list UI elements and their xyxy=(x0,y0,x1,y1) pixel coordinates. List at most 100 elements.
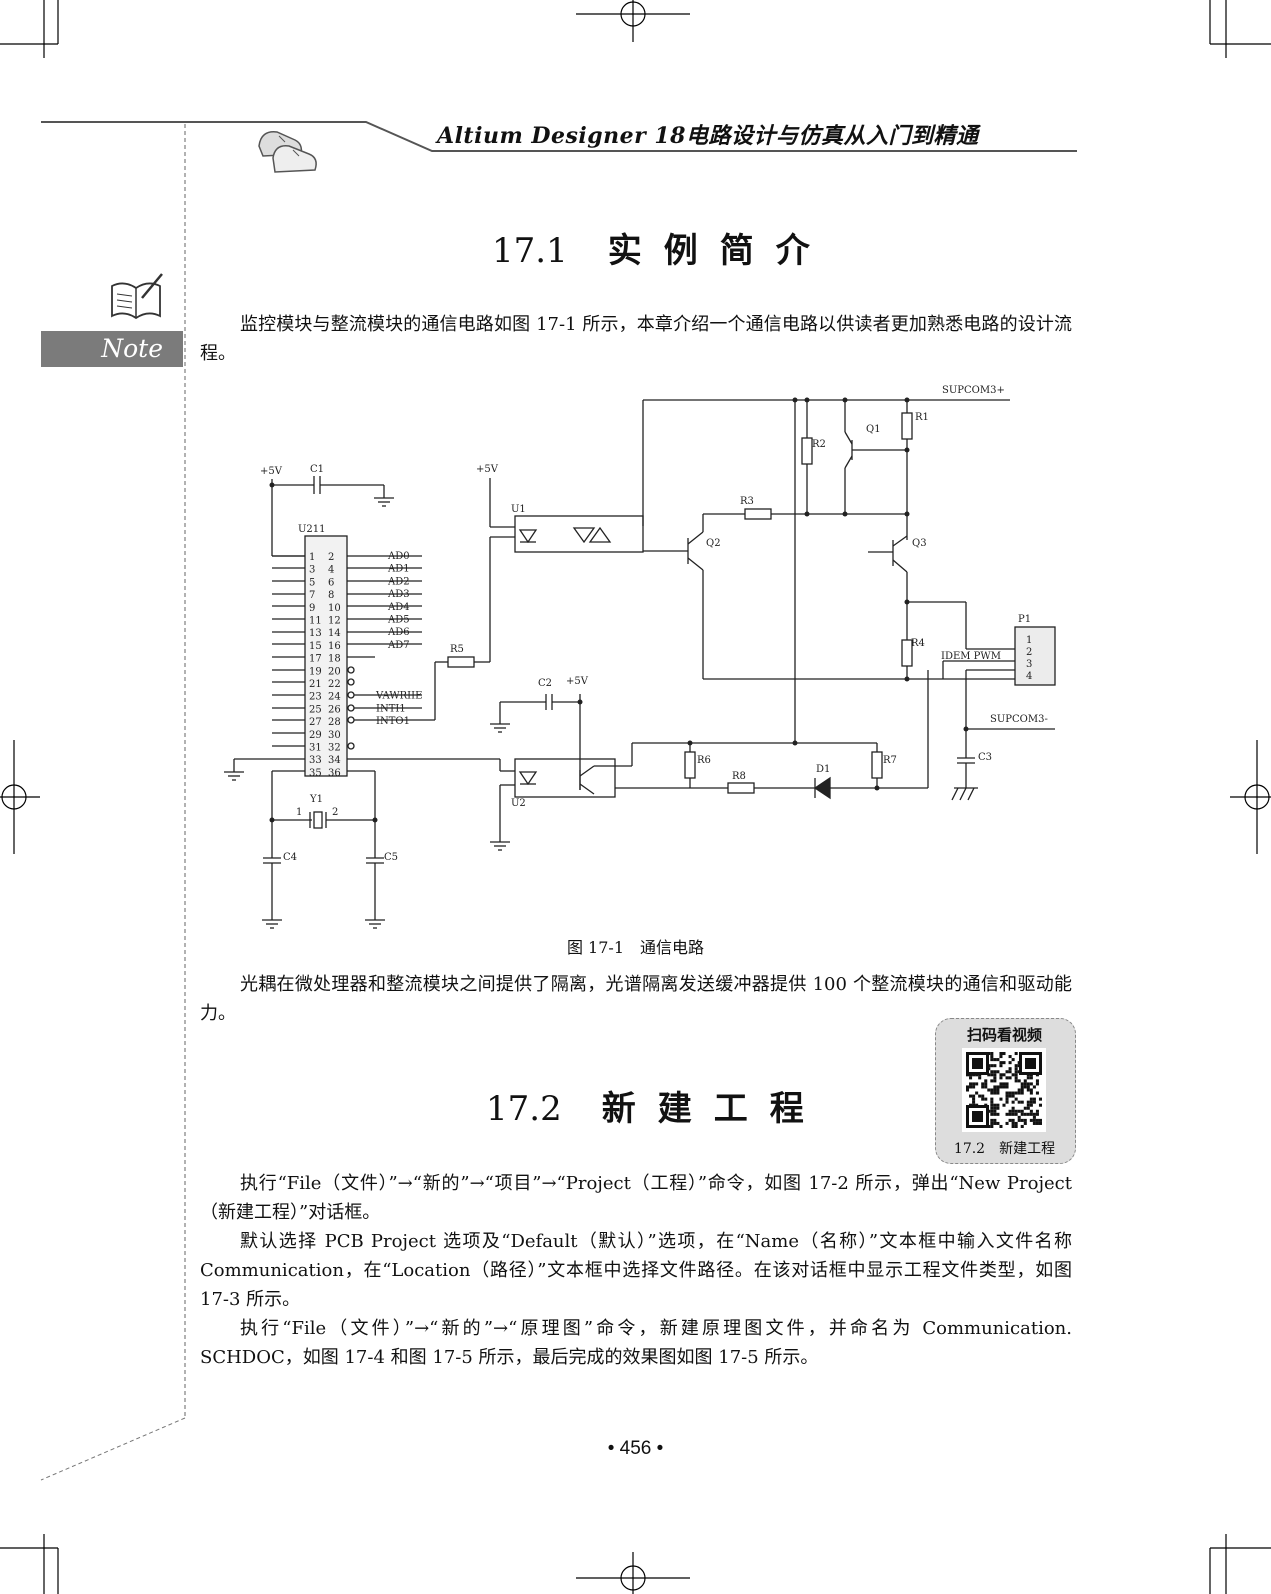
qr-module xyxy=(993,1076,997,1080)
qr-module xyxy=(990,1055,994,1059)
qr-module xyxy=(1017,1118,1021,1122)
circuit-schematic: +5V C1 U211 +5V U1 R3 Q2 R2 Q1 R1 SUPCOM… xyxy=(224,385,1056,929)
qr-module xyxy=(1008,1067,1012,1071)
qr-module xyxy=(1029,1076,1033,1080)
qr-module xyxy=(1008,1070,1012,1074)
qr-module xyxy=(972,1082,976,1086)
qr-module xyxy=(1014,1073,1018,1077)
qr-module xyxy=(1014,1112,1018,1116)
ic-net-label: AD7 xyxy=(387,640,410,651)
ic-pin-number: 22 xyxy=(328,679,341,690)
ic-net-label: AD0 xyxy=(387,551,410,562)
qr-module xyxy=(993,1106,997,1110)
qr-module xyxy=(990,1109,994,1113)
qr-module xyxy=(1017,1088,1021,1092)
qr-module xyxy=(1026,1082,1030,1086)
qr-module xyxy=(1020,1118,1024,1122)
qr-module xyxy=(1002,1052,1006,1056)
qr-module xyxy=(999,1055,1003,1059)
qr-module xyxy=(1011,1100,1015,1104)
qr-module xyxy=(1008,1055,1012,1059)
qr-module xyxy=(1005,1091,1009,1095)
qr-module xyxy=(1005,1112,1009,1116)
qr-module xyxy=(993,1064,997,1068)
label-r4: R4 xyxy=(911,638,925,649)
qr-module xyxy=(966,1085,970,1089)
qr-module xyxy=(1023,1118,1027,1122)
qr-module xyxy=(993,1073,997,1077)
qr-module xyxy=(1026,1106,1030,1110)
qr-module xyxy=(975,1091,979,1095)
label-r2: R2 xyxy=(812,439,826,450)
qr-module xyxy=(1020,1109,1024,1113)
qr-module xyxy=(1035,1112,1039,1116)
qr-module xyxy=(1008,1061,1012,1065)
ic-pin-number: 16 xyxy=(328,641,341,652)
qr-module xyxy=(981,1082,985,1086)
qr-module xyxy=(1011,1073,1015,1077)
qr-module xyxy=(984,1082,988,1086)
qr-module xyxy=(990,1088,994,1092)
ic-pin-number: 36 xyxy=(328,768,341,779)
ic-pin-number: 30 xyxy=(328,730,341,741)
ic-pin-number: 1 xyxy=(309,552,315,563)
paragraph: 光耦在微处理器和整流模块之间提供了隔离，光谱隔离发送缓冲器提供 100 个整流模… xyxy=(200,974,1072,1024)
paragraph: 执行“File（文件）”→“新的”→“原理图”命令，新建原理图文件，并命名为 C… xyxy=(200,1318,1072,1368)
qr-module xyxy=(1023,1112,1027,1116)
ic-net-label: AD2 xyxy=(387,576,410,587)
qr-module xyxy=(996,1091,1000,1095)
qr-module xyxy=(981,1085,985,1089)
qr-code-icon[interactable] xyxy=(962,1048,1046,1132)
label-r1: R1 xyxy=(915,412,929,423)
qr-module xyxy=(1011,1112,1015,1116)
qr-module xyxy=(1002,1073,1006,1077)
qr-module xyxy=(1014,1124,1018,1128)
label-q2: Q2 xyxy=(706,538,721,549)
label-idem-pwm: IDEM PWM xyxy=(941,651,1001,662)
qr-module xyxy=(990,1112,994,1116)
qr-module xyxy=(1005,1085,1009,1089)
label-r6: R6 xyxy=(697,755,711,766)
qr-module xyxy=(969,1085,973,1089)
label-u2: U2 xyxy=(511,798,526,809)
qr-module xyxy=(1014,1067,1018,1071)
qr-module xyxy=(969,1082,973,1086)
qr-module xyxy=(1023,1121,1027,1125)
qr-module xyxy=(1011,1058,1015,1062)
qr-module xyxy=(1008,1091,1012,1095)
qr-module xyxy=(996,1121,1000,1125)
label-c3: C3 xyxy=(978,752,992,763)
ic-pin-number: 35 xyxy=(309,768,322,779)
figure-caption: 图 17-1 通信电路 xyxy=(566,938,705,957)
qr-module xyxy=(1038,1097,1042,1101)
qr-module xyxy=(1014,1097,1018,1101)
label-r8: R8 xyxy=(732,771,746,782)
qr-module xyxy=(999,1073,1003,1077)
qr-module xyxy=(999,1076,1003,1080)
ic-pin-number: 4 xyxy=(328,565,334,576)
qr-module xyxy=(1011,1109,1015,1113)
qr-module xyxy=(999,1097,1003,1101)
ic-net-label: AD5 xyxy=(387,615,410,626)
qr-module xyxy=(1017,1109,1021,1113)
paragraph: 监控模块与整流模块的通信电路如图 17-1 所示，本章介绍一个通信电路以供读者更… xyxy=(200,314,1072,364)
qr-module xyxy=(1014,1070,1018,1074)
qr-module xyxy=(993,1118,997,1122)
qr-module xyxy=(996,1058,1000,1062)
qr-module xyxy=(1038,1103,1042,1107)
qr-module xyxy=(993,1103,997,1107)
qr-module xyxy=(1026,1100,1030,1104)
qr-module xyxy=(993,1079,997,1083)
section-title: 新建工程 xyxy=(601,1089,826,1129)
qr-module xyxy=(1023,1106,1027,1110)
qr-module xyxy=(972,1097,976,1101)
label-u211: U211 xyxy=(298,524,326,535)
qr-module xyxy=(996,1088,1000,1092)
ic-pin-number: 7 xyxy=(309,590,315,601)
label-r7: R7 xyxy=(883,755,897,766)
ic-net-label: AD3 xyxy=(387,589,410,600)
qr-module xyxy=(1026,1103,1030,1107)
qr-module xyxy=(1020,1088,1024,1092)
qr-module xyxy=(1029,1112,1033,1116)
